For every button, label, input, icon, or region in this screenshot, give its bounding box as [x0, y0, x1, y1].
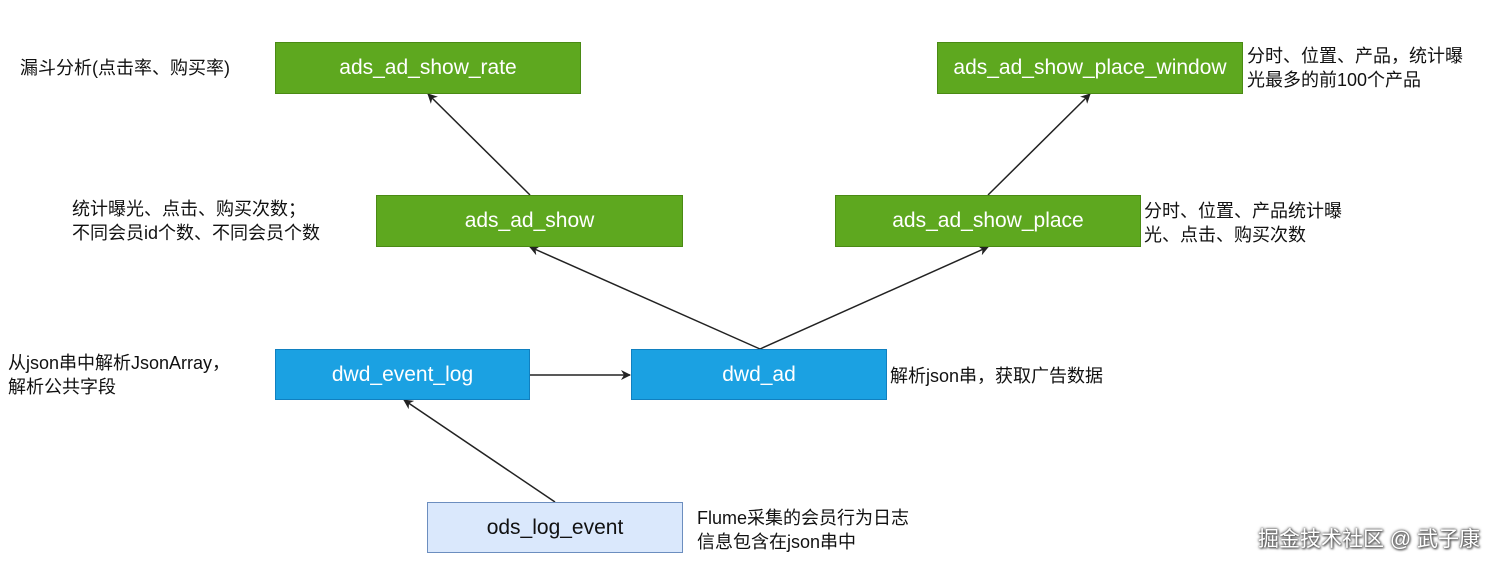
note-funnel: 漏斗分析(点击率、购买率) — [20, 58, 230, 78]
note-place: 分时、位置、产品统计曝 光、点击、购买次数 — [1144, 201, 1342, 245]
note-ad: 解析json串，获取广告数据 — [890, 366, 1104, 386]
watermark: 掘金技术社区 @ 武子康 — [1258, 528, 1480, 551]
node-label: ads_ad_show — [464, 209, 595, 232]
node-ads-ad-show-place-window: ads_ad_show_place_window — [937, 42, 1243, 94]
note-event-log: 从json串中解析JsonArray， 解析公共字段 — [8, 353, 231, 397]
arrow-ad-to-show — [529, 246, 761, 350]
node-ads-ad-show: ads_ad_show — [376, 195, 683, 247]
note-ods: Flume采集的会员行为日志 信息包含在json串中 — [697, 508, 910, 552]
arrow-ods-to-event-log — [403, 399, 556, 503]
node-label: ads_ad_show_place_window — [953, 56, 1227, 79]
node-label: dwd_ad — [722, 362, 796, 386]
arrow-ad-to-show-place — [759, 246, 989, 350]
node-ads-ad-show-place: ads_ad_show_place — [835, 195, 1141, 247]
node-label: ods_log_event — [486, 515, 624, 539]
arrow-show-place-to-window — [987, 93, 1091, 196]
note-window: 分时、位置、产品，统计曝 光最多的前100个产品 — [1247, 46, 1463, 90]
node-label: dwd_event_log — [331, 362, 474, 386]
node-ods-log-event: ods_log_event — [427, 502, 683, 553]
arrow-show-to-rate — [427, 93, 531, 196]
note-show: 统计曝光、点击、购买次数； 不同会员id个数、不同会员个数 — [72, 199, 321, 243]
node-dwd-ad: dwd_ad — [631, 349, 887, 400]
node-dwd-event-log: dwd_event_log — [275, 349, 530, 400]
node-ads-ad-show-rate: ads_ad_show_rate — [275, 42, 581, 94]
node-label: ads_ad_show_place — [892, 209, 1084, 232]
node-label: ads_ad_show_rate — [339, 56, 517, 79]
